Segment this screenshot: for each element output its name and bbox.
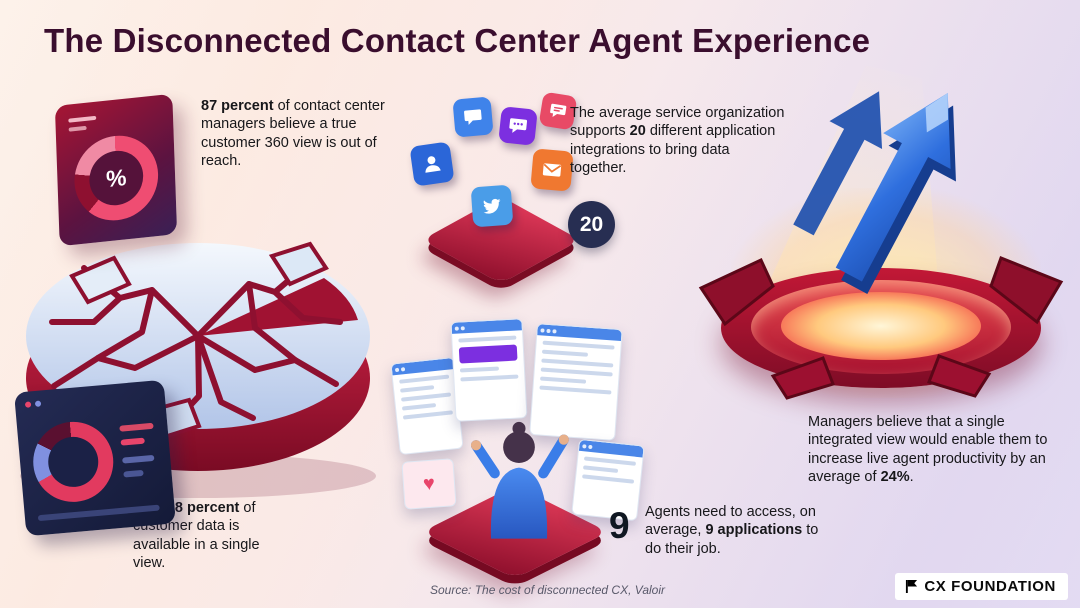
browser-window bbox=[571, 438, 645, 522]
agent-multiscreen-illustration: ♥ bbox=[390, 318, 645, 579]
favorite-card: ♥ bbox=[401, 458, 457, 510]
window-titlebar bbox=[578, 439, 644, 458]
chart-bar bbox=[119, 422, 154, 432]
chart-bar bbox=[122, 454, 155, 464]
window-dot bbox=[34, 400, 42, 408]
stat-9-rest: to do their job. bbox=[645, 522, 819, 557]
chart-bar bbox=[123, 469, 144, 478]
stat-9-pre: Agents need to access, on average, bbox=[645, 504, 816, 539]
stat-24-rest: . bbox=[909, 469, 914, 486]
platform-wings bbox=[698, 256, 1064, 400]
logo-text: CX FOUNDATION bbox=[924, 578, 1056, 595]
stat-20-rest: different application integrations to br… bbox=[570, 123, 776, 177]
window-titlebar bbox=[537, 324, 622, 342]
chart-bar bbox=[37, 504, 160, 522]
growth-arrow-icon bbox=[793, 91, 956, 294]
stat-20-pre: The average service organization support… bbox=[570, 105, 785, 140]
productivity-boost-illustration bbox=[695, 76, 1067, 412]
twitter-icon bbox=[470, 184, 514, 228]
source-note: Source: The cost of disconnected CX, Val… bbox=[430, 583, 666, 597]
flag-icon bbox=[906, 580, 918, 593]
donut-chart bbox=[29, 418, 117, 506]
percent-icon: % bbox=[88, 148, 145, 209]
donut-chart: % bbox=[73, 131, 160, 225]
stat-9-bold: 9 applications bbox=[705, 522, 803, 539]
browser-window bbox=[450, 318, 528, 422]
platform-glow-core bbox=[781, 292, 981, 360]
stat-20-integrations: The average service organization support… bbox=[570, 104, 788, 178]
cx-foundation-logo: CX FOUNDATION bbox=[895, 573, 1068, 600]
agent-person bbox=[470, 421, 569, 539]
chat-icon bbox=[452, 96, 494, 138]
heart-icon: ♥ bbox=[422, 472, 436, 496]
broken-pie-chart-illustration bbox=[20, 241, 376, 498]
count-numeral-9: 9 bbox=[609, 505, 630, 546]
window-dot bbox=[24, 401, 32, 408]
count-badge-20: 20 bbox=[568, 201, 615, 248]
page-title: The Disconnected Contact Center Agent Ex… bbox=[44, 22, 871, 59]
stat-87-rest: of contact center managers believe a tru… bbox=[201, 98, 385, 170]
stat-24-pre: Managers believe that a single integrate… bbox=[808, 414, 1048, 486]
app-integrations-illustration bbox=[408, 91, 593, 287]
card-line bbox=[68, 125, 87, 132]
stat-20-bold: 20 bbox=[629, 123, 646, 140]
donut-hole bbox=[46, 434, 101, 489]
card-line bbox=[68, 115, 97, 123]
stat-58-bold: 58 percent bbox=[166, 500, 240, 516]
stat-58-rest: of customer data is available in a singl… bbox=[133, 500, 260, 572]
stat-87-percent: 87 percent of contact center managers be… bbox=[201, 97, 398, 171]
percentage-metric-card: % bbox=[54, 93, 178, 247]
user-icon bbox=[409, 141, 455, 187]
stat-24-bold: 24% bbox=[880, 469, 910, 486]
chart-bar bbox=[120, 437, 145, 446]
chat-dots-icon bbox=[498, 106, 538, 146]
message-icon bbox=[538, 91, 578, 131]
stat-9-applications: Agents need to access, on average, 9 app… bbox=[645, 503, 837, 558]
dashboard-card bbox=[14, 379, 176, 537]
content-block bbox=[458, 344, 518, 364]
window-titlebar bbox=[391, 358, 455, 376]
mail-icon bbox=[530, 148, 574, 192]
window-titlebar bbox=[451, 319, 522, 334]
stat-24-percent: Managers believe that a single integrate… bbox=[808, 413, 1051, 487]
stat-87-bold: 87 percent bbox=[201, 98, 274, 114]
